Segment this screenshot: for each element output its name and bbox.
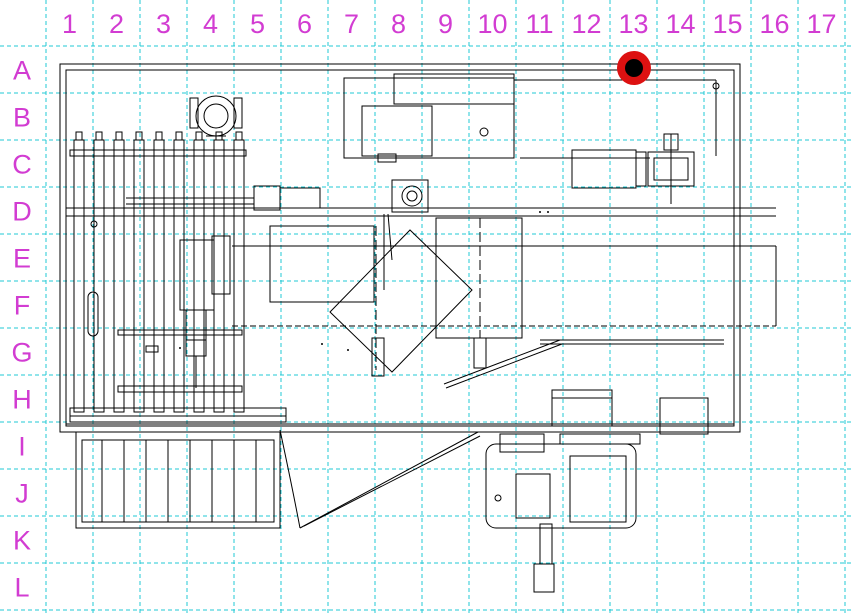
row-label: I: [18, 432, 26, 462]
row-label: C: [12, 150, 32, 180]
gearbox-motor: [571, 133, 695, 204]
roller: [153, 139, 165, 413]
column-label: 3: [156, 9, 171, 39]
roller-cap: [95, 131, 103, 141]
roller: [73, 139, 85, 413]
conveyor-arm: [445, 343, 563, 389]
row-label: K: [13, 526, 31, 556]
roller-cap: [135, 131, 143, 141]
top-motor-housing: [343, 73, 720, 163]
control-box: [551, 389, 613, 427]
roller-bank: [73, 131, 245, 413]
column-label: 2: [109, 9, 124, 39]
column-label: 15: [712, 9, 742, 39]
column-label: 9: [438, 9, 453, 39]
bolt-hole: [90, 220, 98, 228]
column-label: 1: [62, 9, 77, 39]
column-label: 12: [571, 9, 601, 39]
row-label: L: [14, 573, 29, 603]
column-label: 14: [665, 9, 695, 39]
roller: [173, 139, 185, 413]
column-label: 16: [759, 9, 789, 39]
roller-cap: [235, 131, 243, 141]
column-label: 11: [525, 9, 553, 39]
row-label: B: [13, 103, 31, 133]
column-label: 8: [391, 9, 406, 39]
roller: [133, 139, 145, 413]
row-label: G: [11, 338, 32, 368]
cylinder-unit: [145, 235, 231, 388]
drive-shaft: [66, 179, 776, 217]
long-slot: [87, 291, 99, 337]
work-table: [232, 213, 777, 377]
column-label: 17: [806, 9, 836, 39]
control-box: [659, 397, 709, 435]
roller: [213, 139, 225, 413]
row-label: F: [14, 291, 31, 321]
roller-cap: [195, 131, 203, 141]
row-label: A: [13, 56, 31, 86]
row-label: D: [12, 197, 32, 227]
fastener-dots: [179, 211, 549, 351]
row-label: H: [12, 385, 32, 415]
lower-rack: [75, 431, 281, 529]
roller-cap: [115, 131, 123, 141]
column-label: 10: [477, 9, 507, 39]
column-label: 6: [297, 9, 312, 39]
swing-door: [279, 429, 481, 529]
column-label: 4: [203, 9, 218, 39]
roller: [113, 139, 125, 413]
inner-frame: [65, 69, 735, 427]
location-marker[interactable]: [617, 51, 651, 85]
roller-cap: [175, 131, 183, 141]
row-label: E: [13, 244, 31, 274]
roller-mid-rail: [117, 329, 243, 336]
column-label: 13: [618, 9, 648, 39]
row-label: J: [15, 479, 29, 509]
bottom-motor-assembly: [485, 433, 641, 593]
roller-base-plate: [69, 407, 287, 423]
column-label: 5: [250, 9, 265, 39]
roller-cap: [75, 131, 83, 141]
conveyor-arm: [443, 339, 561, 385]
roller: [233, 139, 245, 413]
outer-frame: [59, 63, 741, 433]
machine-layout: [59, 63, 777, 593]
roller: [93, 139, 105, 413]
roller-cap: [155, 131, 163, 141]
roller-cap: [215, 131, 223, 141]
column-label: 7: [344, 9, 359, 39]
roller-frame: [69, 149, 247, 157]
roller-bottom-rail: [117, 385, 243, 393]
